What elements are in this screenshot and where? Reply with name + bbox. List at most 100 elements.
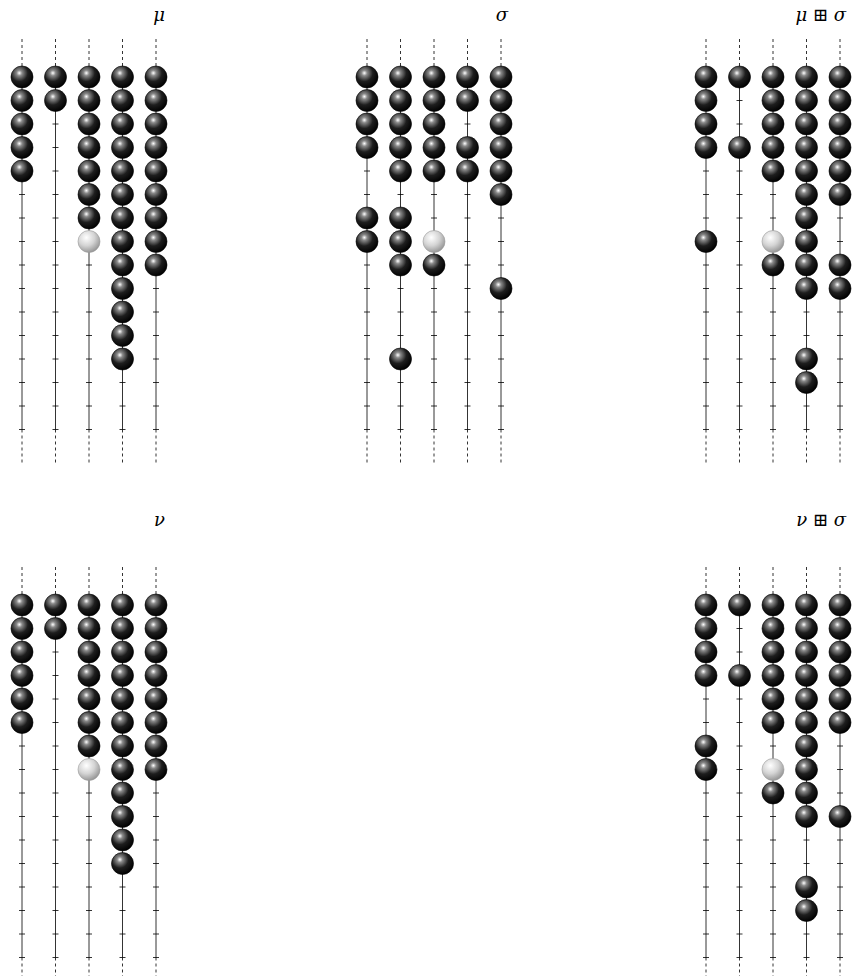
runner-end bbox=[22, 567, 23, 593]
runner-tick bbox=[737, 288, 743, 289]
bead bbox=[145, 735, 167, 757]
runner-tick bbox=[737, 910, 743, 911]
bead bbox=[829, 137, 851, 159]
runner-tick bbox=[431, 382, 437, 383]
runner-tick bbox=[19, 241, 25, 242]
runner-tick bbox=[53, 793, 59, 794]
bead bbox=[695, 618, 717, 640]
bead bbox=[356, 207, 378, 229]
runner-tick bbox=[737, 382, 743, 383]
runner-tick bbox=[19, 335, 25, 336]
bead bbox=[796, 806, 818, 828]
runner-tick bbox=[153, 910, 159, 911]
runner-tick bbox=[53, 335, 59, 336]
runner-tick bbox=[703, 359, 709, 360]
runner-tick bbox=[53, 382, 59, 383]
runner-tick bbox=[86, 910, 92, 911]
bead bbox=[112, 66, 134, 88]
runner-tick bbox=[431, 288, 437, 289]
runner-end bbox=[773, 958, 774, 976]
runner-tick bbox=[364, 194, 370, 195]
bead bbox=[78, 641, 100, 663]
bead bbox=[796, 641, 818, 663]
runner-tick bbox=[19, 910, 25, 911]
bead bbox=[112, 278, 134, 300]
bead bbox=[796, 900, 818, 922]
bead bbox=[390, 348, 412, 370]
runner-tick bbox=[153, 816, 159, 817]
runner-tick bbox=[837, 934, 843, 935]
bead bbox=[390, 113, 412, 135]
runner-tick bbox=[53, 910, 59, 911]
bead bbox=[423, 90, 445, 112]
empty-position-bead bbox=[78, 231, 100, 253]
runner-tick bbox=[770, 887, 776, 888]
runner-tick bbox=[498, 359, 504, 360]
runner-tick bbox=[120, 957, 126, 958]
runner-tick bbox=[703, 335, 709, 336]
bead bbox=[78, 594, 100, 616]
runner-end bbox=[400, 39, 401, 65]
runner-tick bbox=[431, 406, 437, 407]
runner-tick bbox=[19, 359, 25, 360]
runner-tick bbox=[737, 100, 743, 101]
bead bbox=[762, 160, 784, 182]
runner-tick bbox=[53, 722, 59, 723]
runner-tick bbox=[837, 957, 843, 958]
bead bbox=[457, 90, 479, 112]
bead bbox=[112, 184, 134, 206]
runner-tick bbox=[837, 429, 843, 430]
runner-tick bbox=[703, 863, 709, 864]
runner-tick bbox=[703, 194, 709, 195]
runner-tick bbox=[431, 359, 437, 360]
bead bbox=[829, 113, 851, 135]
runner-end bbox=[773, 39, 774, 65]
runner-tick bbox=[465, 265, 471, 266]
bead bbox=[796, 735, 818, 757]
bead bbox=[729, 594, 751, 616]
abacus-label: μ ⊞ σ bbox=[795, 4, 846, 26]
runner-end bbox=[156, 430, 157, 464]
bead bbox=[796, 688, 818, 710]
runner-tick bbox=[153, 793, 159, 794]
runner-tick bbox=[120, 406, 126, 407]
runner-tick bbox=[770, 359, 776, 360]
bead bbox=[78, 712, 100, 734]
bead bbox=[796, 594, 818, 616]
runner-tick bbox=[737, 429, 743, 430]
runner-end bbox=[55, 958, 56, 976]
runner-tick bbox=[431, 429, 437, 430]
bead bbox=[829, 66, 851, 88]
runner-tick bbox=[53, 359, 59, 360]
runner-tick bbox=[53, 312, 59, 313]
bead bbox=[78, 618, 100, 640]
bead bbox=[829, 806, 851, 828]
bead bbox=[11, 594, 33, 616]
runner-tick bbox=[498, 241, 504, 242]
runner-tick bbox=[737, 241, 743, 242]
runner-tick bbox=[153, 288, 159, 289]
runner-tick bbox=[153, 863, 159, 864]
runner-tick bbox=[153, 406, 159, 407]
runner-tick bbox=[86, 382, 92, 383]
bead bbox=[390, 137, 412, 159]
runner-end bbox=[89, 567, 90, 593]
runner-tick bbox=[498, 382, 504, 383]
bead bbox=[796, 278, 818, 300]
bead bbox=[145, 184, 167, 206]
runner-tick bbox=[737, 769, 743, 770]
runner-end bbox=[367, 430, 368, 464]
bead bbox=[78, 66, 100, 88]
runner-end bbox=[773, 567, 774, 593]
runner-end bbox=[467, 39, 468, 65]
bead bbox=[356, 113, 378, 135]
runner-tick bbox=[19, 218, 25, 219]
runner-tick bbox=[398, 288, 404, 289]
runner-tick bbox=[19, 288, 25, 289]
runner-end bbox=[706, 39, 707, 65]
bead bbox=[78, 160, 100, 182]
bead bbox=[695, 231, 717, 253]
bead bbox=[145, 231, 167, 253]
runner-tick bbox=[837, 769, 843, 770]
bead bbox=[490, 184, 512, 206]
